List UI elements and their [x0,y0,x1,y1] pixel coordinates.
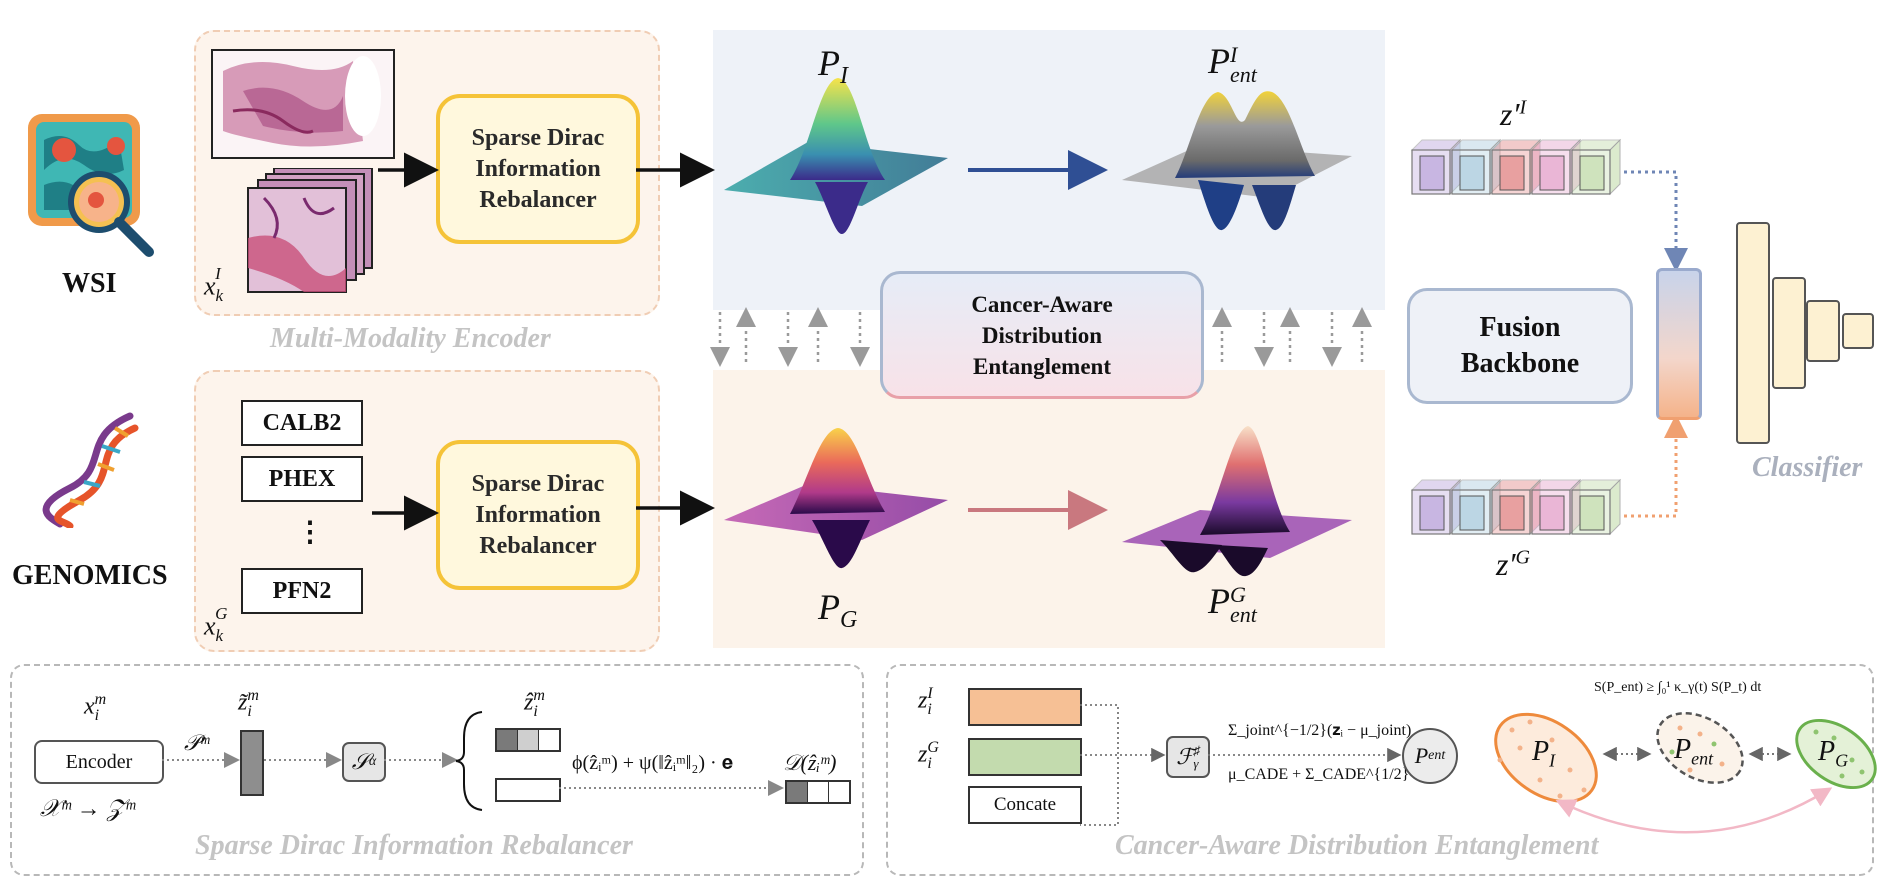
f-gamma-box: ℱ♯γ [1166,736,1210,778]
wsi-label: WSI [62,268,117,299]
d-vector [785,780,851,804]
gene-ellipsis: ⋮ [296,517,324,548]
cade-formula-top: Σ_joint^{−1/2}(𝐳ᵢ − μ_joint) [1228,722,1412,739]
entanglement-box: Cancer-Aware Distribution Entanglement [880,271,1204,399]
sdir-caption: Sparse Dirac Information Rebalancer [195,830,633,861]
surface-p-genomic [724,428,948,569]
empty-vector [495,778,561,802]
token-cube [1410,478,1462,536]
token-cube [1450,138,1502,196]
p-genomic-label: PG [818,587,858,634]
token-cube [1530,478,1582,536]
cade-formula-bottom: μ_CADE + Σ_CADE^{1/2} z̃ᵢ [1228,766,1424,783]
z-image-label: z′I [1500,96,1527,132]
concat-block: Concate [968,786,1082,824]
genomics-label: GENOMICS [12,560,168,591]
sdir-p-label: 𝒫ᵐ [184,730,210,755]
token-cube [1570,478,1622,536]
top-flow-diagram [372,78,1688,577]
token-stack-image [1408,138,1628,207]
sdir-connectors [162,711,784,811]
classifier-caption: Classifier [1752,452,1863,483]
token-cube [1570,138,1622,196]
wsi-icon [24,110,164,260]
classifier-bar-3 [1806,300,1840,362]
token-cube [1530,138,1582,196]
z-genomic-label: z′G [1496,546,1530,582]
encoder-caption: Multi-Modality Encoder [270,323,551,354]
ellipse-p-genomic: PG [1818,736,1849,771]
encoder-block: Encoder [34,740,164,784]
token-stack-genomic [1408,478,1628,547]
x-image-label: xkI [204,264,224,305]
sdir-mapping: 𝒳ᵐ → 𝒵ᵐ [40,796,135,822]
wsi-thumbnail [211,49,395,159]
dna-icon [40,408,150,530]
classifier-bar-1 [1736,222,1770,444]
d-label: 𝒟(ẑᵢᵐ) [783,750,837,775]
surface-p-ent-image [1122,91,1352,231]
sdir-formula: ϕ(ẑᵢᵐ) + ψ(‖ẑᵢᵐ‖₂) · 𝐞 [572,752,734,774]
cade-diagram [1080,704,1877,834]
surface-p-image [724,78,948,235]
p-image-label: PI [818,43,848,90]
rebalancer-bottom: Sparse Dirac Information Rebalancer [436,440,640,590]
ellipse-p-ent: Pent [1674,734,1714,769]
ellipse-p-image: PI [1532,736,1556,771]
gene-box-phex: PHEX [241,456,363,502]
cade-caption: Cancer-Aware Distribution Entanglement [1115,830,1599,861]
classifier-bar-2 [1772,277,1806,389]
surface-p-ent-genomic [1122,426,1352,577]
fusion-backbone-box: Fusion Backbone [1407,288,1633,404]
gene-box-calb2: CALB2 [241,400,363,446]
z-hat-vector [495,728,561,752]
z-image-block [968,688,1082,726]
z-genomic-block [968,738,1082,776]
gene-box-pfn2: PFN2 [241,568,363,614]
patch-stack [244,167,374,298]
cade-inequality: S(P_ent) ≥ ∫₀¹ κ_γ(t) S(P_t) dt [1594,680,1762,695]
token-cube [1490,138,1542,196]
z-tilde-bar [240,730,264,796]
x-genomic-label: xkG [204,604,228,645]
classifier-bar-4 [1842,313,1874,349]
fusion-token-column [1656,268,1702,420]
